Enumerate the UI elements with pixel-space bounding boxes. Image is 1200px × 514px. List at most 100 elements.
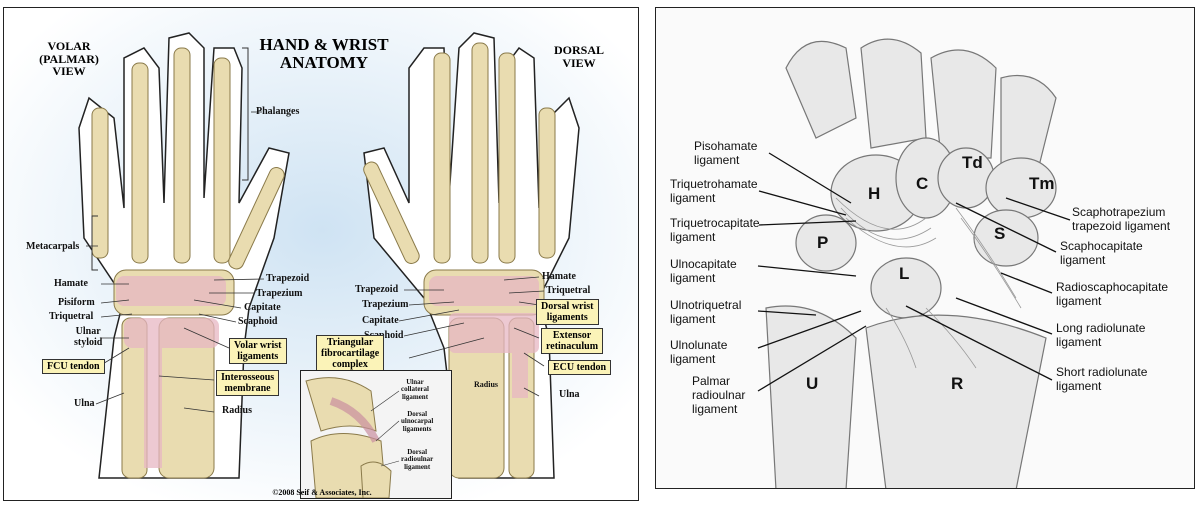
- palmar-radioulnar-line-3: ligament: [692, 402, 738, 417]
- scaphotrapezium-line-2: trapezoid ligament: [1072, 219, 1171, 234]
- dorsal-ulnocarpal-line-2: ulnocarpal: [401, 417, 434, 426]
- long-radiolunate-line-2: ligament: [1056, 335, 1102, 350]
- label-radioscaphocapitate-ligament: Radioscaphocapitate ligament: [1056, 280, 1168, 308]
- triquetrocapitate-line-2: ligament: [670, 230, 716, 245]
- dorsal-wrist-ligaments-line-2: ligaments: [546, 312, 588, 323]
- label-trapezium-dorsal: Trapezium: [362, 299, 409, 310]
- volar-ligaments: [116, 276, 226, 468]
- dorsal-view-heading: DORSAL VIEW: [544, 44, 614, 69]
- box-dorsal-wrist-ligaments: Dorsal wrist ligaments: [536, 299, 599, 325]
- label-hamate-volar: Hamate: [54, 278, 88, 289]
- inset-dorsal-ulnocarpal-ligaments: Dorsal ulnocarpal ligaments: [401, 410, 434, 433]
- volar-view-line-1: VOLAR: [47, 39, 91, 53]
- label-ulnar-styloid: Ulnar styloid: [74, 326, 102, 348]
- label-triquetral-dorsal: Triquetral: [546, 285, 591, 296]
- label-metacarpals: Metacarpals: [26, 241, 80, 252]
- copyright-notice: ©2008 Seif & Associates, Inc.: [272, 488, 372, 497]
- long-radiolunate-line-1: Long radiolunate: [1056, 321, 1146, 335]
- triquetrohamate-line-1: Triquetrohamate: [670, 177, 758, 191]
- label-pisiform: Pisiform: [58, 297, 95, 308]
- palmar-radioulnar-line-1: Palmar: [692, 374, 731, 388]
- dorsal-radioulnar-line-3: ligament: [404, 462, 431, 471]
- ulnocapitate-line-1: Ulnocapitate: [670, 257, 737, 271]
- leader-lines-left: [86, 111, 265, 413]
- tfcc-line-3: complex: [332, 359, 368, 370]
- label-capitate-dorsal: Capitate: [362, 315, 399, 326]
- box-interosseous-membrane: Interosseous membrane: [216, 370, 280, 396]
- label-ulna-volar: Ulna: [74, 398, 95, 409]
- box-tfcc: Triangular fibrocartilage complex: [316, 335, 385, 372]
- label-palmar-radioulnar-ligament: Palmar radioulnar ligament: [692, 374, 745, 416]
- interosseous-membrane-line-1: Interosseous: [221, 372, 275, 383]
- label-trapezoid-volar: Trapezoid: [266, 273, 310, 284]
- dorsal-view-line-2: VIEW: [562, 55, 596, 70]
- ulnotriquetral-line-1: Ulnotriquetral: [670, 298, 742, 312]
- dorsal-radioulnar-line-1: Dorsal: [407, 448, 428, 456]
- label-phalanges: Phalanges: [256, 106, 300, 117]
- bone-radius: R: [951, 374, 964, 393]
- ulnocapitate-line-2: ligament: [670, 271, 716, 286]
- label-hamate-dorsal: Hamate: [542, 271, 576, 282]
- wrist-ligament-illustration: H C Td Tm P S L U R Pisohamate ligament …: [655, 7, 1195, 489]
- pisohamate-line-2: ligament: [694, 153, 740, 168]
- ulnar-styloid-line-2: styloid: [74, 337, 103, 348]
- volar-view-line-2: (PALMAR): [39, 51, 99, 66]
- triquetrohamate-line-2: ligament: [670, 191, 716, 206]
- label-radius-dorsal: Radius: [474, 380, 499, 389]
- diagram-title: HAND & WRIST ANATOMY: [254, 36, 394, 72]
- dorsal-ulnocarpal-line-1: Dorsal: [407, 410, 428, 418]
- ulnar-collateral-line-2: collateral: [401, 385, 429, 394]
- label-scaphotrapezium-ligament: Scaphotrapezium trapezoid ligament: [1072, 205, 1170, 233]
- label-trapezium-volar: Trapezium: [256, 288, 303, 299]
- inset-ulnar-collateral-ligament: Ulnar collateral ligament: [401, 378, 429, 401]
- volar-view-line-3: VIEW: [52, 64, 86, 79]
- label-ulna-dorsal: Ulna: [559, 389, 580, 400]
- box-fcu-tendon: FCU tendon: [42, 359, 105, 374]
- interosseous-membrane-line-2: membrane: [224, 383, 271, 394]
- title-line-1: HAND & WRIST: [259, 35, 389, 54]
- volar-wrist-ligaments-line-1: Volar wrist: [234, 340, 282, 351]
- dorsal-view-line-1: DORSAL: [553, 43, 604, 57]
- inset-tfcc-detail: Ulnar collateral ligament Dorsal ulnocar…: [300, 370, 452, 499]
- bone-trapezium: Tm: [1029, 174, 1055, 193]
- label-pisohamate-ligament: Pisohamate ligament: [694, 139, 757, 167]
- scaphocapitate-line-1: Scaphocapitate: [1060, 239, 1143, 253]
- short-radiolunate-line-2: ligament: [1056, 379, 1102, 394]
- dorsal-ulnocarpal-line-3: ligaments: [402, 424, 432, 433]
- dorsal-wrist-ligaments-line-1: Dorsal wrist: [541, 301, 594, 312]
- volar-view-heading: VOLAR (PALMAR) VIEW: [29, 40, 109, 78]
- box-volar-wrist-ligaments: Volar wrist ligaments: [229, 338, 287, 364]
- tfcc-line-2: fibrocartilage: [321, 348, 380, 359]
- extensor-retinaculum-line-2: retinaculum: [546, 341, 599, 352]
- label-short-radiolunate-ligament: Short radiolunate ligament: [1056, 365, 1147, 393]
- label-scaphoid-volar: Scaphoid: [238, 316, 278, 327]
- label-scaphocapitate-ligament: Scaphocapitate ligament: [1060, 239, 1143, 267]
- wrist-bones-art: [656, 8, 1194, 488]
- bone-capitate: C: [916, 174, 929, 193]
- scaphocapitate-line-2: ligament: [1060, 253, 1106, 268]
- bone-ulna: U: [806, 374, 819, 393]
- ulnar-styloid-line-1: Ulnar: [75, 326, 101, 337]
- bone-pisiform: P: [817, 233, 829, 252]
- palmar-radioulnar-line-2: radioulnar: [692, 388, 746, 403]
- ulnolunate-line-1: Ulnolunate: [670, 338, 728, 352]
- ligament-fibers: [835, 197, 1022, 369]
- short-radiolunate-line-1: Short radiolunate: [1056, 365, 1148, 379]
- inset-dorsal-radioulnar-ligament: Dorsal radioulnar ligament: [401, 448, 434, 471]
- label-ulnolunate-ligament: Ulnolunate ligament: [670, 338, 727, 366]
- bone-scaphoid: S: [994, 224, 1006, 243]
- dorsal-radioulnar-line-2: radioulnar: [401, 455, 434, 464]
- radioscaphocapitate-line-2: ligament: [1056, 294, 1102, 309]
- hand-illustration-art: [4, 8, 638, 500]
- bone-trapezoid: Td: [962, 153, 983, 172]
- label-triquetrohamate-ligament: Triquetrohamate ligament: [670, 177, 758, 205]
- ulnar-collateral-line-1: Ulnar: [406, 378, 424, 386]
- ulnolunate-line-2: ligament: [670, 352, 716, 367]
- scaphotrapezium-line-1: Scaphotrapezium: [1072, 205, 1166, 219]
- leader-lines-right: [398, 276, 545, 397]
- radioscaphocapitate-line-1: Radioscaphocapitate: [1056, 280, 1169, 294]
- extensor-retinaculum-line-1: Extensor: [552, 330, 592, 341]
- inset-art: [301, 371, 451, 498]
- bone-hamate: H: [868, 184, 881, 203]
- label-ulnotriquetral-ligament: Ulnotriquetral ligament: [670, 298, 741, 326]
